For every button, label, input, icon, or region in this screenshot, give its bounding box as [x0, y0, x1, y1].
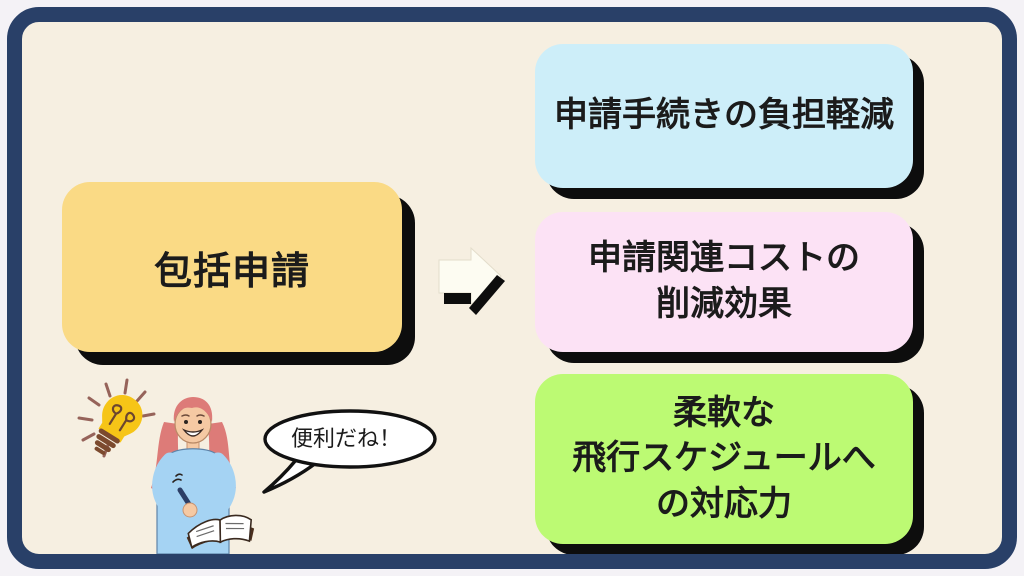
lightbulb-icon — [66, 370, 166, 470]
arrow-right-icon — [435, 245, 515, 327]
source-box-houkatsu-shinsei: 包括申請 — [62, 182, 402, 352]
diagram-canvas: 包括申請 申請手続きの負担軽 — [22, 22, 1002, 554]
benefit-box-1: 申請手続きの負担軽減 — [535, 44, 913, 188]
benefit-box-1-label: 申請手続きの負担軽減 — [554, 95, 894, 136]
speech-bubble: 便利だね！ — [256, 408, 438, 500]
benefit-box-3-label: 柔軟な 飛行スケジュールへ の対応力 — [572, 392, 876, 524]
woman-writing-illustration — [126, 394, 276, 554]
source-box-label: 包括申請 — [153, 248, 310, 293]
speech-bubble-text: 便利だね！ — [290, 427, 401, 452]
benefit-box-2: 申請関連コストの 削減効果 — [535, 212, 913, 352]
benefit-box-2-label: 申請関連コストの 削減効果 — [588, 238, 860, 324]
navy-rounded-frame: 包括申請 申請手続きの負担軽 — [7, 7, 1017, 569]
benefit-box-3: 柔軟な 飛行スケジュールへ の対応力 — [535, 374, 913, 544]
